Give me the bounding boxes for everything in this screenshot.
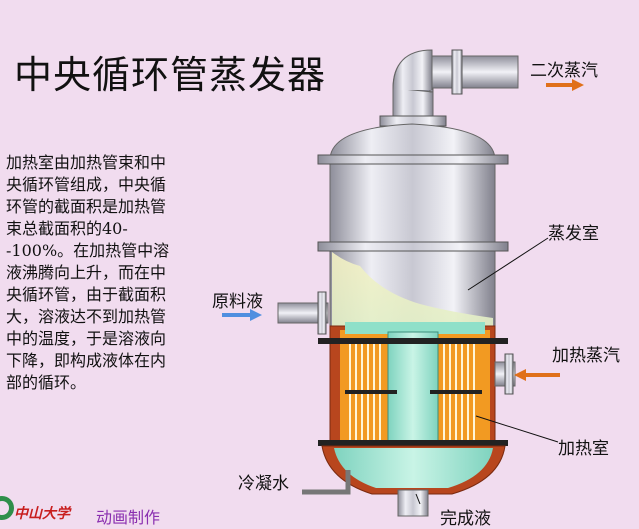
label-heating-chamber: 加热室 bbox=[558, 439, 609, 459]
bottom-cone bbox=[321, 445, 506, 517]
university-logo-icon bbox=[0, 496, 14, 520]
description-text: 加热室由加热管束和中央循环管组成，中央循环管的截面积是加热管束总截面积的40--… bbox=[6, 153, 170, 392]
label-evaporation-chamber: 蒸发室 bbox=[548, 224, 599, 244]
central-circulation-tube bbox=[387, 331, 439, 445]
heating-tube-bundle bbox=[349, 338, 475, 440]
label-heating-steam: 加热蒸汽 bbox=[552, 346, 620, 366]
evaporation-chamber bbox=[317, 123, 509, 329]
feed-pipe bbox=[277, 291, 329, 335]
logo-text: 中山大学 bbox=[14, 506, 70, 522]
feed-arrow bbox=[222, 309, 262, 321]
label-condensate: 冷凝水 bbox=[238, 474, 289, 494]
credit-text: 动画制作 bbox=[96, 508, 161, 527]
leader-lines bbox=[415, 237, 559, 505]
label-secondary-steam: 二次蒸汽 bbox=[530, 61, 598, 81]
heating-chamber bbox=[318, 322, 508, 449]
steam-arrow bbox=[514, 369, 560, 381]
vapor-outlet-pipe bbox=[379, 49, 519, 133]
vapor-arrow bbox=[546, 79, 584, 91]
steam-inlet-pipe bbox=[494, 353, 516, 395]
label-product: 完成液 bbox=[440, 509, 491, 529]
page-title: 中央循环管蒸发器 bbox=[14, 53, 327, 97]
condensate-pipe bbox=[302, 470, 351, 495]
flow-arrows bbox=[222, 79, 584, 381]
label-feed: 原料液 bbox=[212, 292, 263, 312]
